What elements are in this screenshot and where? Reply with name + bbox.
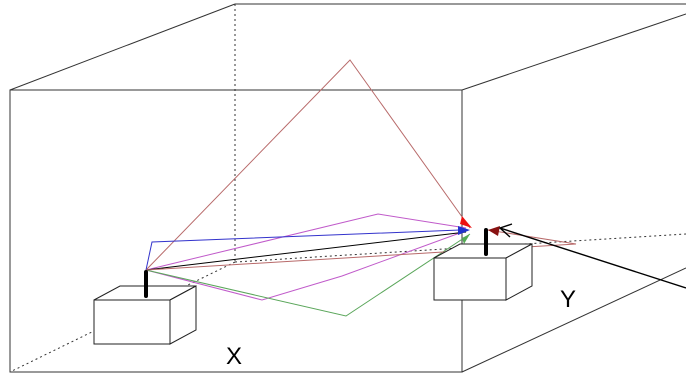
red-arrowhead [460,216,472,228]
floor-reflection-path [145,233,471,317]
blue-arrowhead [458,226,470,235]
ceiling-reflection-path [145,59,471,271]
transmitter-box [93,285,197,345]
far-wall-reflection-path [145,229,577,271]
arrowheads [458,216,500,244]
side-wall-reflection-path [145,213,467,271]
back-wall-reflection-path [145,229,461,271]
pointer-arrow [498,223,686,289]
top-left-edge [9,3,236,91]
green-arrowhead [462,234,470,244]
transmitter-box-front [93,299,171,345]
pointer-arrow-shaft [499,227,686,289]
receiver-box [433,243,533,301]
bottom-right-edge [461,267,686,373]
receiver-box-front [433,257,507,301]
receiver-label: Y [560,286,576,313]
pointer-arrow-head [498,223,513,238]
direct-path [145,231,467,271]
dark-red-arrowhead [488,226,500,236]
top-right-edge [461,13,686,91]
transmitter-label: X [226,343,242,370]
front-wall-frame [9,89,463,373]
signal-paths [145,59,577,317]
floor-wall-reflection-path [145,229,469,301]
